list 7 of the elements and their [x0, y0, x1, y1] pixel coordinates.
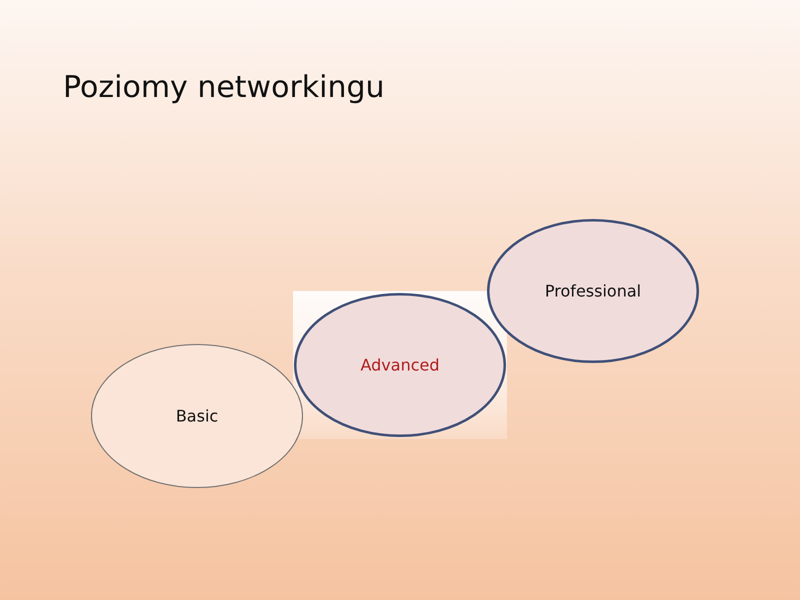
- level-ellipse: [487, 219, 699, 363]
- level-ellipse: [294, 293, 506, 437]
- level-label: Professional: [544, 282, 642, 300]
- slide-title: Poziomy networkingu: [63, 70, 385, 105]
- level-label: Advanced: [360, 356, 440, 374]
- level-label: Basic: [176, 406, 218, 426]
- level-ellipse: [91, 344, 303, 488]
